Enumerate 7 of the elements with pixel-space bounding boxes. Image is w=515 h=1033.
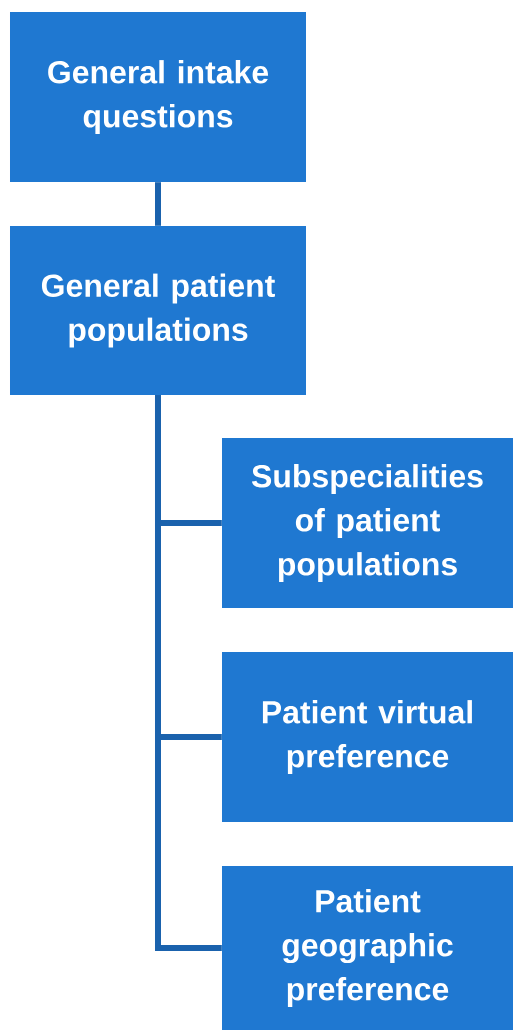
process-box: General patient populations (10, 226, 306, 395)
connector-line (155, 395, 222, 951)
process-box: Patient virtual preference (222, 652, 513, 822)
process-box: Patient geographic preference (222, 866, 513, 1030)
process-box: General intake questions (10, 12, 306, 182)
connector-line (155, 182, 161, 226)
process-box: Subspecialities of patient populations (222, 438, 513, 608)
